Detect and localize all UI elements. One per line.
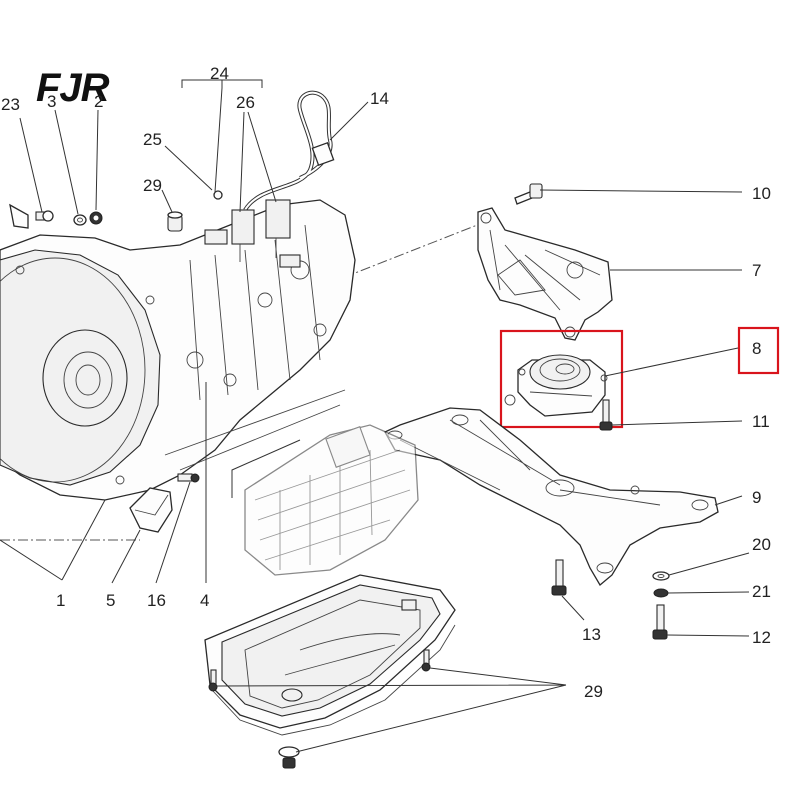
wiring-harness [231, 90, 335, 262]
screw-29-left [208, 669, 218, 692]
fjr-logo: FJR [36, 66, 111, 110]
transmission-housing [0, 199, 356, 501]
valve-body [244, 424, 419, 576]
leader-lines [0, 79, 750, 753]
callout-13: 13 [582, 625, 601, 644]
callout-2: 2 [94, 92, 103, 111]
bolt-13 [551, 559, 567, 596]
screw-29-right [421, 649, 431, 672]
mounting-bracket-7 [477, 207, 613, 341]
callout-12: 12 [752, 628, 771, 647]
washer-3 [73, 214, 87, 226]
callout-24: 24 [210, 64, 229, 83]
highlight-box-part-8 [499, 329, 624, 429]
callout-3: 3 [47, 92, 56, 111]
callout-4: 4 [200, 591, 209, 610]
nut-2 [89, 211, 103, 225]
callout-14: 14 [370, 89, 389, 108]
callout-29-upper: 29 [143, 176, 162, 195]
bolt-10 [514, 183, 543, 205]
callout-29-lower: 29 [584, 682, 603, 701]
callout-7: 7 [752, 261, 761, 280]
plug-29-upper [167, 211, 183, 232]
bolt-16 [177, 473, 200, 483]
bolt-23 [9, 203, 54, 229]
callout-1: 1 [56, 591, 65, 610]
washer-21 [653, 588, 669, 598]
washer-20 [652, 571, 670, 581]
callout-labels: 23 3 2 24 26 14 25 29 10 7 8 11 9 20 21 … [1, 64, 771, 701]
part-5 [129, 487, 173, 533]
callout-16: 16 [147, 591, 166, 610]
callout-20: 20 [752, 535, 771, 554]
callout-23: 23 [1, 95, 20, 114]
bolt-11 [599, 399, 613, 431]
callout-5: 5 [106, 591, 115, 610]
drain-plug-29 [278, 746, 300, 769]
oil-pan [204, 574, 456, 736]
callout-11: 11 [752, 412, 770, 431]
callout-10: 10 [752, 184, 771, 203]
highlight-box-callout-8 [737, 326, 780, 375]
callout-25: 25 [143, 130, 162, 149]
logo-text: FJR [36, 66, 110, 110]
engine-mount-8 [517, 354, 608, 417]
callout-9: 9 [752, 488, 761, 507]
crossmember-9 [384, 394, 719, 586]
bolt-12 [652, 604, 668, 640]
callout-21: 21 [752, 582, 771, 601]
callout-26: 26 [236, 93, 255, 112]
callout-8: 8 [752, 339, 761, 358]
plug-25 [213, 190, 223, 200]
